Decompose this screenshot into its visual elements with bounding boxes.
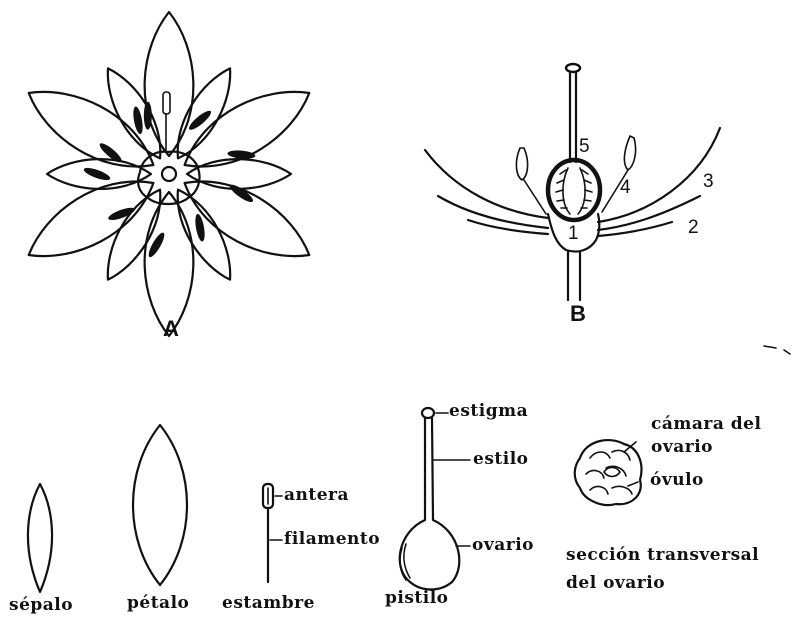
petal-arc-right-inner	[598, 196, 700, 230]
part-number-5: 5	[579, 137, 590, 156]
ovary	[548, 160, 600, 220]
label-seccion-line2: del ovario	[566, 575, 665, 592]
petal-arc-left-inner	[438, 196, 548, 228]
part-number-1: 1	[568, 224, 579, 243]
label-estigma: estigma	[449, 403, 528, 420]
sepal-shape	[28, 484, 52, 592]
part-number-4: 4	[620, 178, 631, 197]
stamen-left-anther	[516, 148, 527, 180]
label-pistilo: pistilo	[385, 590, 449, 607]
outer-petal	[145, 12, 194, 156]
ovary-section-chambers	[586, 450, 632, 494]
label-camara-line2: ovario	[651, 439, 713, 456]
stamen-left-filament	[524, 180, 546, 214]
stray-mark	[764, 346, 790, 354]
pistil-ovary-hatching	[400, 544, 410, 580]
pistil-style-and-ovary	[400, 418, 460, 590]
outer-petal	[145, 192, 194, 336]
anther-mark	[82, 165, 111, 182]
petal-arc-left-outer	[425, 150, 548, 218]
flower-side-view	[425, 64, 720, 300]
ovary-section-center	[604, 468, 620, 477]
label-antera: antera	[284, 487, 349, 504]
label-sepalo: sépalo	[9, 597, 73, 614]
center-style-top	[162, 167, 176, 181]
label-seccion-line1: sección transversal	[566, 547, 759, 564]
petal-arc-right-outer	[598, 128, 720, 222]
label-ovulo: óvulo	[650, 472, 704, 489]
figure-label-a: A	[163, 318, 179, 340]
label-estambre: estambre	[222, 595, 315, 612]
stamen-right-anther	[624, 136, 635, 170]
part-number-3: 3	[703, 172, 714, 191]
ovary-section-outline	[575, 440, 642, 505]
label-estilo: estilo	[473, 451, 529, 468]
figure-label-b: B	[570, 303, 586, 325]
anther-mark	[146, 231, 167, 259]
inner-petal	[187, 159, 291, 189]
pistil-stigma	[422, 408, 434, 418]
label-camara-line1: cámara del	[651, 416, 761, 433]
anther-mark	[144, 102, 152, 130]
label-filamento: filamento	[284, 531, 380, 548]
part-number-2: 2	[688, 218, 699, 237]
petal-shape	[133, 425, 187, 585]
ovulo-pointer	[628, 482, 638, 486]
label-ovario: ovario	[472, 537, 534, 554]
center-anther	[163, 92, 170, 114]
label-petalo: pétalo	[127, 595, 189, 612]
stigma	[566, 64, 580, 72]
flower-top-view	[17, 12, 322, 336]
